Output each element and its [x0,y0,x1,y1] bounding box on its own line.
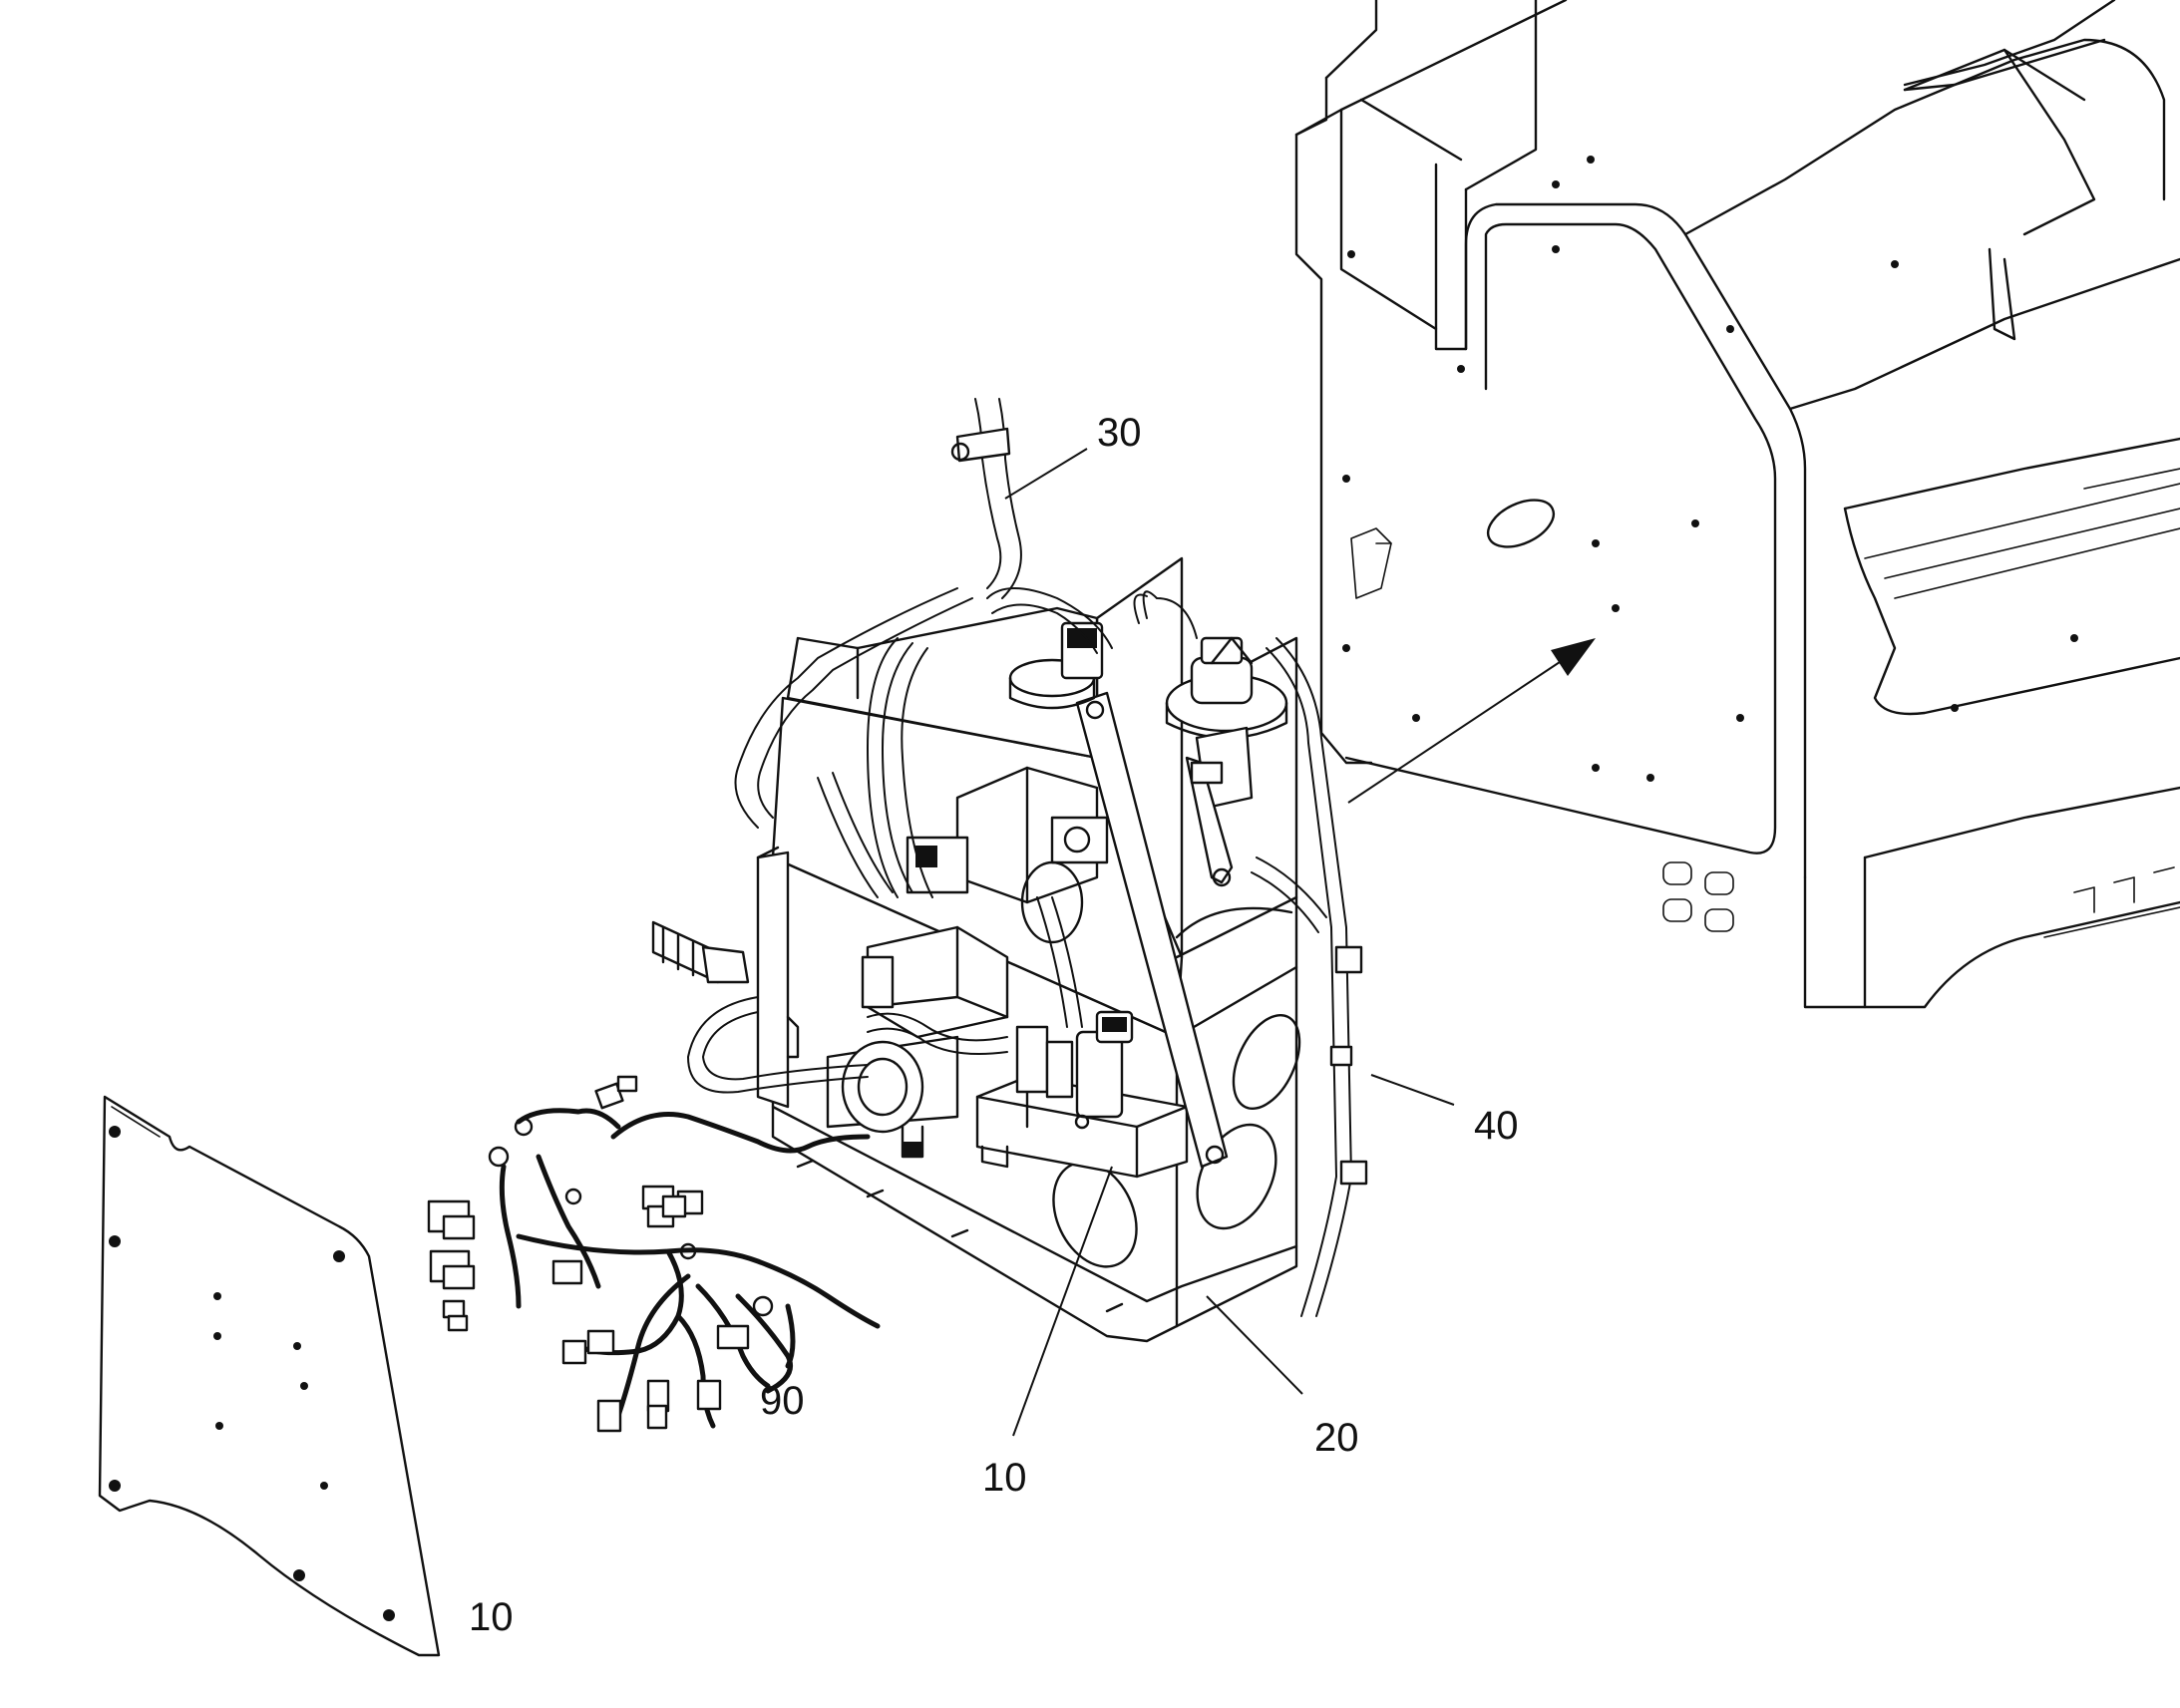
install-direction-arrow [1347,638,1596,804]
callout-90: 90 [760,1379,805,1423]
callout-labels: 30 40 90 10 20 10 [469,411,1519,1639]
leader-lines [1004,448,1455,1437]
hose-lines [686,398,1368,1317]
callout-30: 30 [1097,411,1142,455]
callout-20: 20 [1314,1416,1359,1460]
cover-panel [98,1095,441,1657]
callout-10-unit: 10 [982,1456,1027,1500]
wire-harness [427,1075,881,1433]
callout-10-panel: 10 [469,1595,514,1639]
callout-40: 40 [1474,1104,1519,1148]
machine-frame [1294,0,2180,1009]
hydraulic-unit-assembly [651,556,1301,1343]
